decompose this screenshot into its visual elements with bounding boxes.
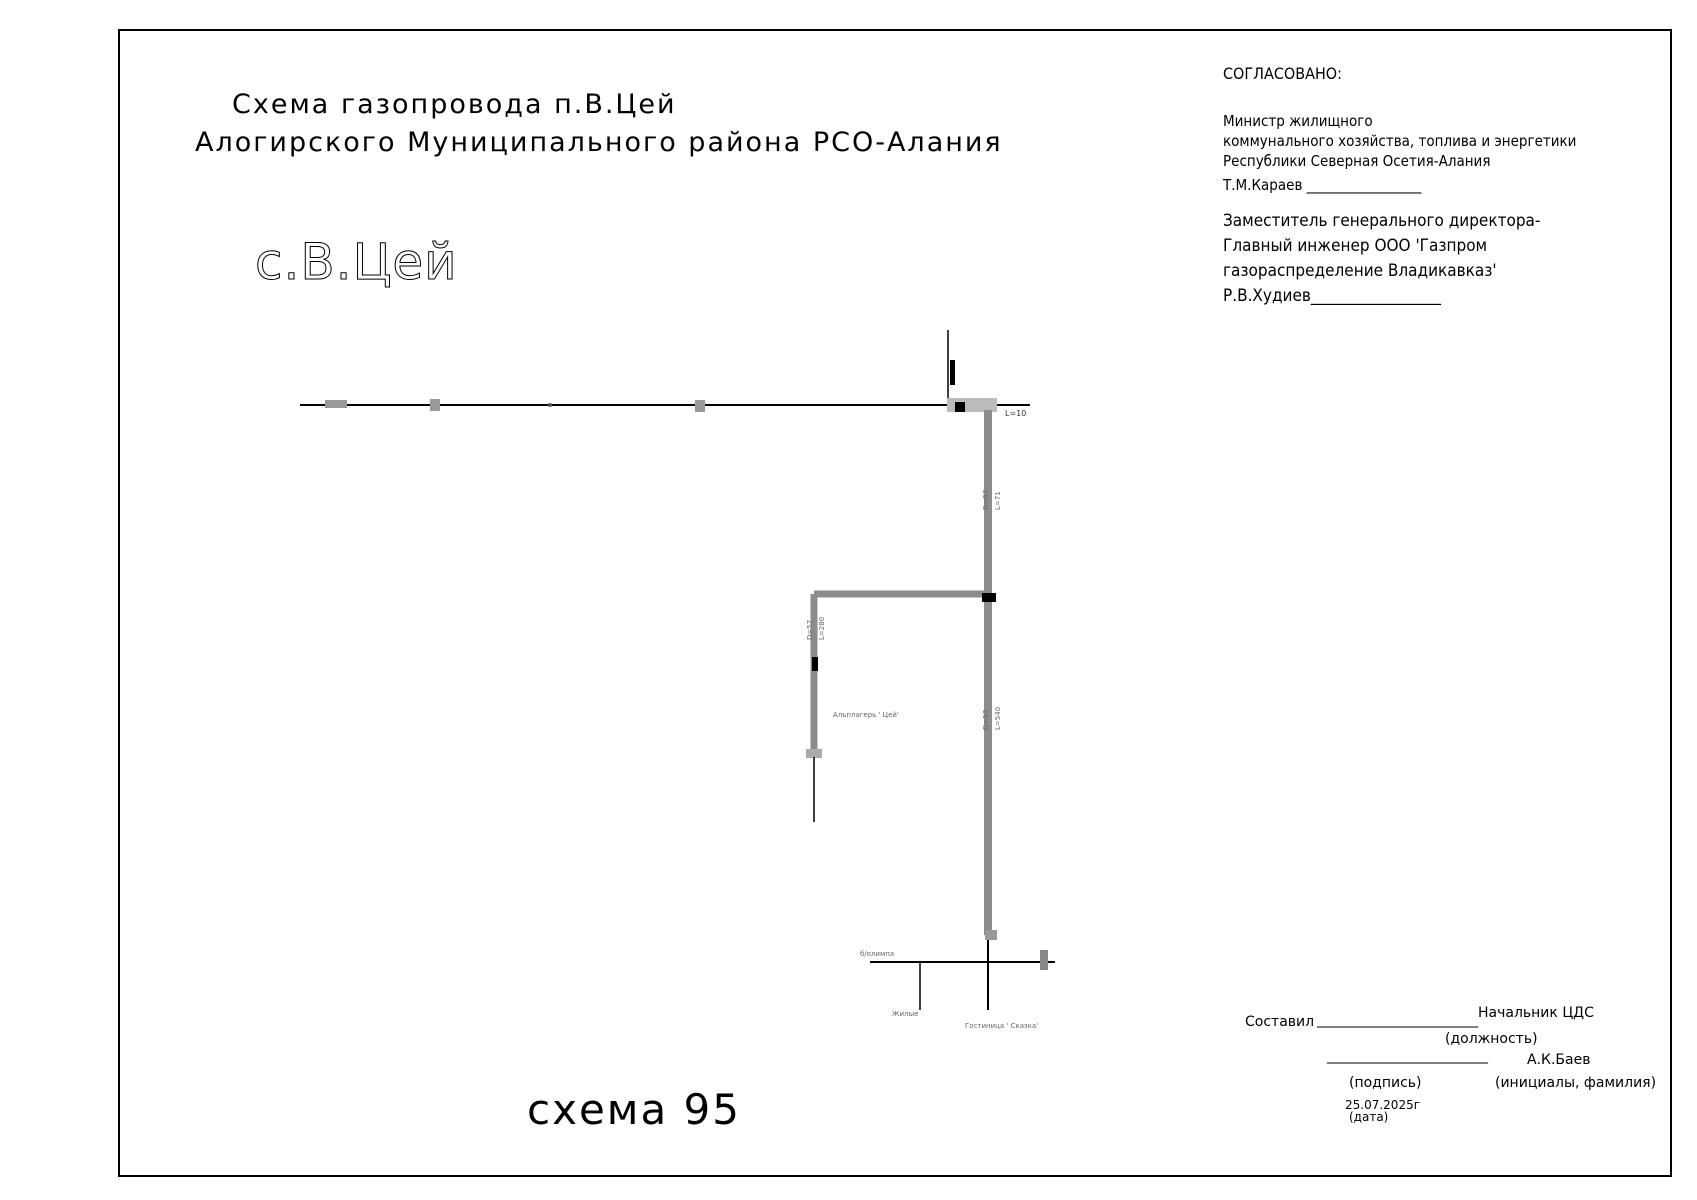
junction-top-node (955, 402, 965, 412)
marker-top-1 (325, 400, 347, 408)
approval-gazprom: Заместитель генерального директора- Глав… (1223, 209, 1668, 309)
signature-caption: (подпись) (1349, 1075, 1422, 1091)
label-alpine-camp: Альплагерь ' Цей' (833, 711, 899, 719)
date-caption: (дата) (1349, 1110, 1389, 1124)
label-top-right-length: L=10 (1005, 409, 1026, 418)
drawing-frame (118, 29, 1672, 1177)
marker-top-2 (430, 399, 440, 411)
minister-line-1: Министр жилищного (1223, 112, 1373, 130)
junction-branch-node (982, 593, 996, 602)
compiled-name: А.К.Баев (1527, 1052, 1591, 1068)
marker-top-3 (695, 400, 705, 412)
junction-top-box (947, 398, 997, 412)
compiled-date: 25.07.2025г (1345, 1098, 1421, 1112)
label-zhilye: Жилые (892, 1010, 918, 1018)
minister-line-2: коммунального хозяйства, топлива и энерг… (1223, 132, 1577, 150)
label-main-upper-l: L=71 (994, 491, 1002, 510)
scheme-number: схема 95 (527, 1085, 742, 1134)
compiled-label: Составил (1245, 1014, 1315, 1030)
label-b-olimp: б/олимпа (860, 950, 894, 958)
label-main-lower-d: D=57 (982, 710, 990, 730)
junction-bottom-box (985, 930, 997, 940)
gazprom-line-2: Главный инженер ООО 'Газпром (1223, 236, 1488, 256)
minister-line-3: Республики Северная Осетия-Алания (1223, 152, 1491, 170)
approval-minister: Министр жилищного коммунального хозяйств… (1223, 111, 1668, 195)
position-caption: (должность) (1445, 1031, 1538, 1047)
name-caption: (инициалы, фамилия) (1495, 1075, 1657, 1091)
minister-signatory: Т.М.Караев _________________ (1223, 176, 1422, 194)
label-main-lower-l: L=540 (994, 707, 1002, 730)
gazprom-line-3: газораспределение Владикавказ' (1223, 261, 1497, 281)
label-hotel: Гостиница ' Сказка' (965, 1022, 1038, 1030)
label-branch-l: L=280 (818, 617, 826, 640)
gazprom-signatory: Р.В.Худиев_________________ (1223, 286, 1441, 306)
title-line-2: Алогирского Муниципального района РСО-Ал… (195, 127, 1003, 158)
title-line-1: Схема газопровода п.В.Цей (232, 89, 677, 120)
drawing-title: Схема газопровода п.В.Цей Алогирского Му… (195, 86, 1003, 162)
tap-top-marker (950, 360, 955, 385)
approval-header: СОГЛАСОВАНО: (1223, 64, 1342, 83)
label-main-upper-d: D=57 (982, 490, 990, 510)
label-branch-d: D=57 (806, 620, 814, 640)
bottom-right-tap (1040, 950, 1048, 970)
compiled-position: Начальник ЦДС (1478, 1005, 1594, 1021)
marker-top-4 (548, 403, 552, 407)
village-label: с.В.Цей (255, 233, 458, 292)
gazprom-line-1: Заместитель генерального директора- (1223, 211, 1541, 231)
branch-valve (812, 657, 818, 671)
compiled-name-line: _______________________ (1327, 1048, 1488, 1064)
approval-block: СОГЛАСОВАНО: Министр жилищного коммуналь… (1223, 64, 1668, 309)
compiled-signature-line: _______________________ (1317, 1012, 1478, 1028)
branch-end-box (806, 749, 822, 758)
